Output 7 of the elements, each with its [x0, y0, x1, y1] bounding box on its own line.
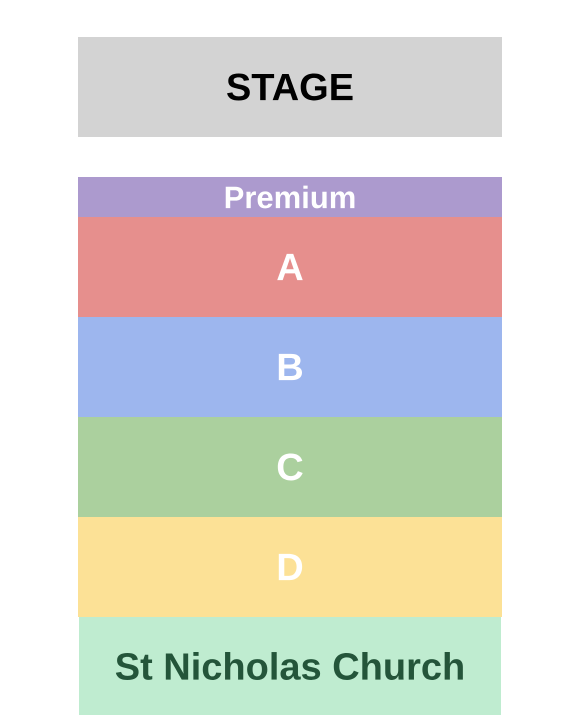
- stage-block: STAGE: [78, 37, 502, 137]
- venue-block: St Nicholas Church: [79, 617, 501, 715]
- seating-section: Premium: [78, 177, 502, 217]
- seating-section: A: [78, 217, 502, 317]
- seating-section: D: [78, 517, 502, 617]
- seating-section: C: [78, 417, 502, 517]
- seating-section: B: [78, 317, 502, 417]
